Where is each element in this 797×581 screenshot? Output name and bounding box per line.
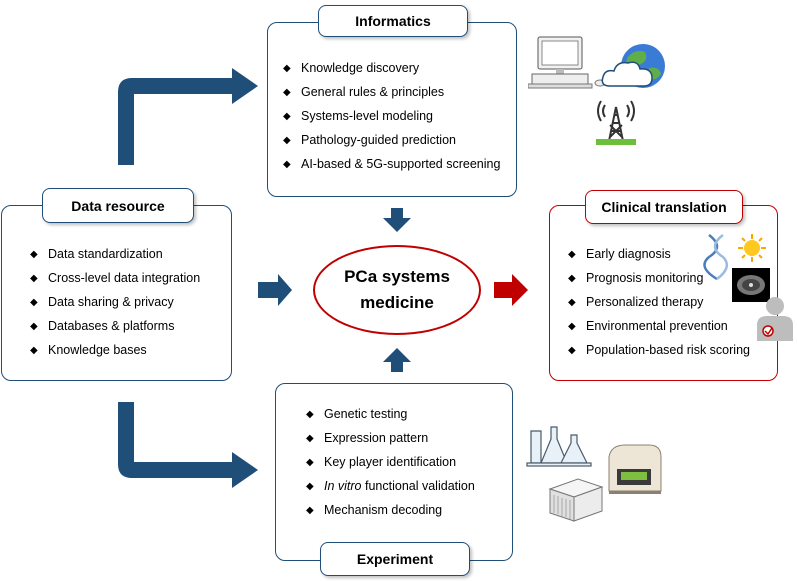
arrow-data-to-center [258,274,292,306]
list-item: ◆Environmental prevention [568,319,728,333]
list-item: ◆AI-based & 5G-supported screening [283,157,501,171]
ct-scan-icon [732,268,770,302]
sun-icon [738,234,766,262]
informatics-list: ◆Knowledge discovery ◆General rules & pr… [283,56,500,176]
arrow-informatics-to-center [383,208,411,232]
lab-flasks-icon [526,426,592,467]
center-ellipse: PCa systems medicine [313,245,481,335]
list-item: ◆Systems-level modeling [283,109,433,123]
list-item: ◆Databases & platforms [30,319,175,333]
list-item: ◆Key player identification [306,455,457,469]
experiment-title: Experiment [320,542,470,576]
list-item: ◆Population-based risk scoring [568,343,750,357]
list-item: ◆Genetic testing [306,407,408,421]
list-item: ◆Expression pattern [306,431,429,445]
experiment-list: ◆Genetic testing ◆Expression pattern ◆Ke… [306,402,475,522]
list-item: ◆General rules & principles [283,85,445,99]
list-item: ◆Cross-level data integration [30,271,201,285]
list-item: ◆Knowledge discovery [283,61,420,75]
arrow-experiment-to-center [383,348,411,372]
list-item: ◆Knowledge bases [30,343,147,357]
patient-icon [757,297,793,341]
data-resource-list: ◆Data standardization ◆Cross-level data … [30,242,200,362]
list-item: ◆Mechanism decoding [306,503,443,517]
arrow-to-informatics [118,68,258,165]
informatics-title: Informatics [318,5,468,37]
center-line2: medicine [360,293,434,312]
dna-icon [703,234,729,281]
computer-icon [528,36,606,89]
list-item: ◆Data standardization [30,247,163,261]
cloud-icon [601,61,653,87]
pcr-machine-icon [608,444,662,494]
experiment-box [275,383,513,561]
list-item: ◆Pathology-guided prediction [283,133,456,147]
list-item: ◆Prognosis monitoring [568,271,704,285]
list-item: ◆Early diagnosis [568,247,671,261]
list-item: ◆Data sharing & privacy [30,295,174,309]
data-resource-title: Data resource [42,188,194,223]
list-item: ◆In vitro functional validation [306,479,475,493]
data-resource-box [1,205,232,381]
clinical-title: Clinical translation [585,190,743,224]
informatics-box [267,22,517,197]
arrow-to-experiment [118,402,258,488]
clinical-list: ◆Early diagnosis ◆Prognosis monitoring ◆… [568,242,750,362]
arrow-center-to-clinical [494,274,528,306]
center-line1: PCa systems [344,267,450,286]
sample-rack-icon [548,478,604,522]
list-item: ◆Personalized therapy [568,295,704,309]
antenna-tower-icon [596,100,636,145]
